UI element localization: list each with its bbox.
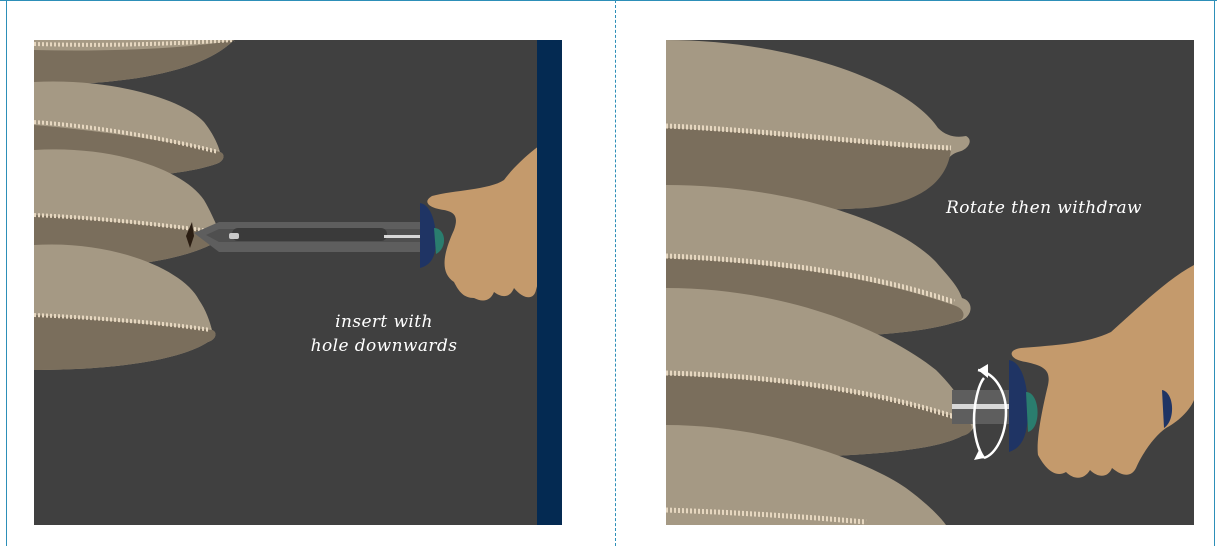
- tool-slot: [232, 228, 387, 241]
- insert-illustration: [34, 40, 562, 525]
- sampling-tool: [194, 203, 444, 268]
- frame-top-border: [0, 0, 1217, 1]
- rail-bar: [537, 40, 562, 525]
- fish-shape: [34, 40, 234, 85]
- fish-shape: [34, 244, 215, 370]
- rotate-illustration: [666, 40, 1194, 525]
- rotate-step-panel: Rotate then withdraw: [666, 40, 1194, 525]
- frame-right-border: [1214, 0, 1215, 546]
- sampling-tool: [952, 360, 1038, 452]
- hand: [1012, 265, 1194, 478]
- rotate-caption-line-1: Rotate then withdraw: [946, 196, 1186, 220]
- insert-caption-line-1: insert with: [274, 310, 494, 334]
- insert-caption: insert with hole downwards: [274, 310, 494, 358]
- panel-divider: [615, 0, 616, 546]
- insert-step-panel: insert with hole downwards: [34, 40, 562, 525]
- tool-handle: [1009, 360, 1028, 452]
- insert-caption-line-2: hole downwards: [274, 334, 494, 358]
- tool-handle: [420, 203, 436, 268]
- fish-shape: [666, 40, 970, 210]
- frame-left-border: [6, 0, 7, 546]
- rotate-caption: Rotate then withdraw: [946, 196, 1186, 220]
